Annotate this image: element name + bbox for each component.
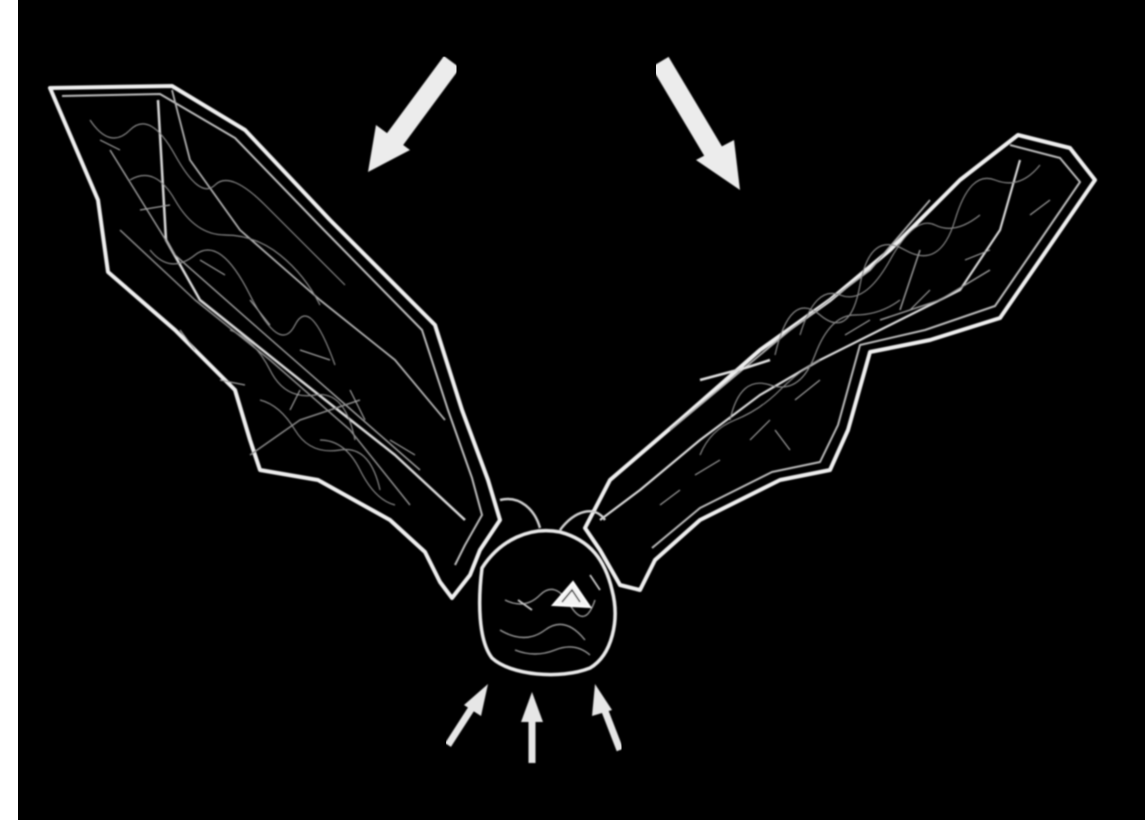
upward-arrow-left: [448, 684, 488, 745]
upward-arrow-right: [592, 684, 620, 750]
downward-arrow-left: [368, 62, 452, 172]
downward-arrow-right: [660, 62, 740, 190]
right-wing: [585, 135, 1095, 590]
left-wing: [50, 86, 500, 598]
upward-arrow-center: [521, 692, 543, 763]
nose-leaf: [553, 582, 590, 607]
bat-image: [18, 0, 1145, 820]
bat-body: [480, 499, 615, 675]
